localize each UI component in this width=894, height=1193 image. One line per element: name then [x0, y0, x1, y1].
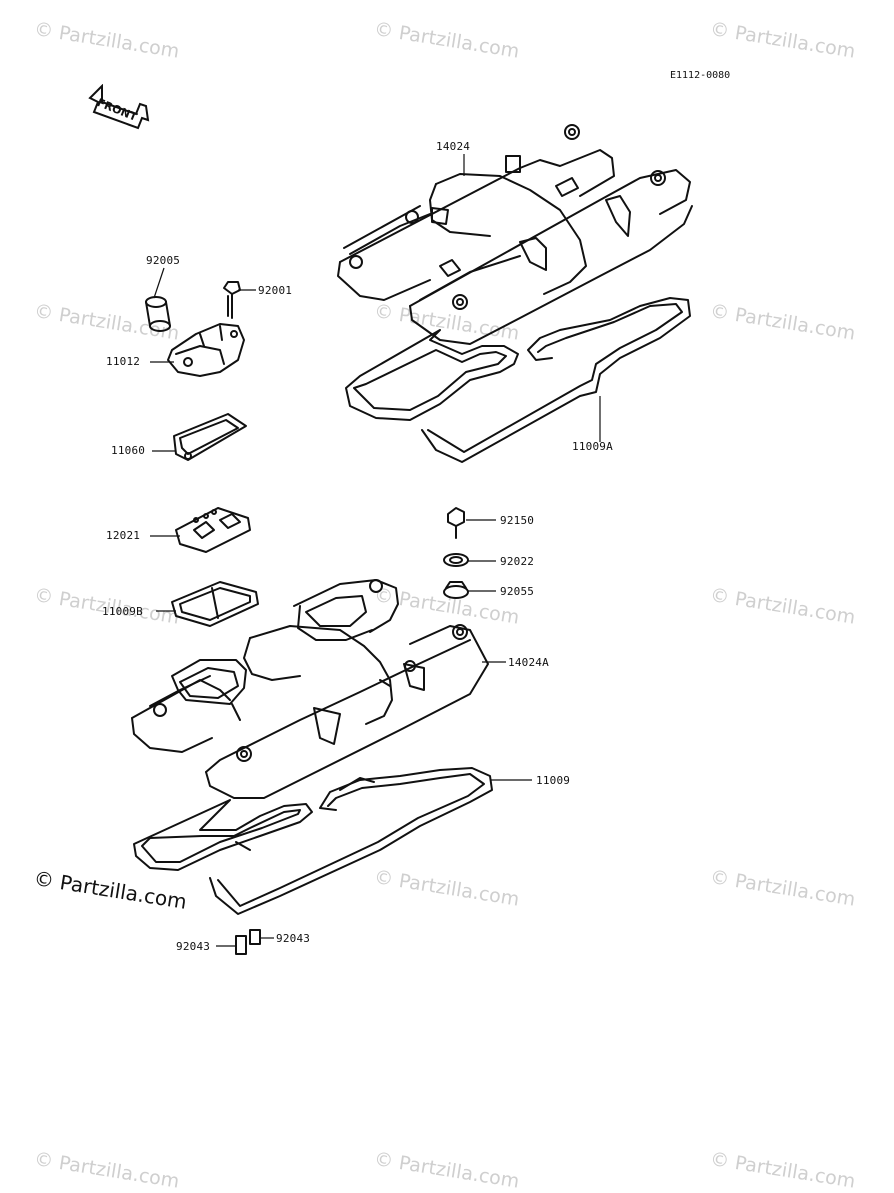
grommet-92055 — [443, 581, 469, 599]
head-cover-upper — [337, 124, 693, 345]
part-label: 92005 — [146, 254, 181, 267]
part-label: 14024 — [436, 140, 471, 153]
part-label: 92150 — [500, 514, 535, 527]
dowel-92043-pair — [235, 929, 261, 955]
part-label: 14024A — [508, 656, 549, 669]
gasket-11009b — [171, 581, 259, 627]
part-label: 11060 — [111, 444, 146, 457]
dowel-92005 — [145, 296, 171, 332]
part-label: 11012 — [106, 355, 141, 368]
part-label: 92043 — [276, 932, 311, 945]
diagram-code: E1112-0080 — [670, 70, 731, 81]
front-arrow-icon — [88, 84, 150, 130]
part-label: 11009 — [536, 774, 571, 787]
gasket-11009a — [345, 297, 691, 463]
bolt-92150 — [447, 507, 465, 539]
part-label: 92001 — [258, 284, 293, 297]
part-label: 11009A — [572, 440, 613, 453]
gasket-11009 — [133, 767, 493, 915]
part-label: 12021 — [106, 529, 141, 542]
cover-11012 — [167, 323, 245, 377]
bolt-92001 — [223, 281, 241, 319]
part-label: 92055 — [500, 585, 535, 598]
part-label: 92043 — [176, 940, 211, 953]
reed-plate-12021 — [175, 507, 251, 553]
part-label: 11009B — [102, 605, 143, 618]
part-label: 92022 — [500, 555, 535, 568]
head-cover-lower — [131, 579, 489, 799]
gasket-11060 — [173, 413, 247, 461]
washer-92022 — [443, 553, 469, 567]
leader-92005 — [153, 267, 165, 299]
